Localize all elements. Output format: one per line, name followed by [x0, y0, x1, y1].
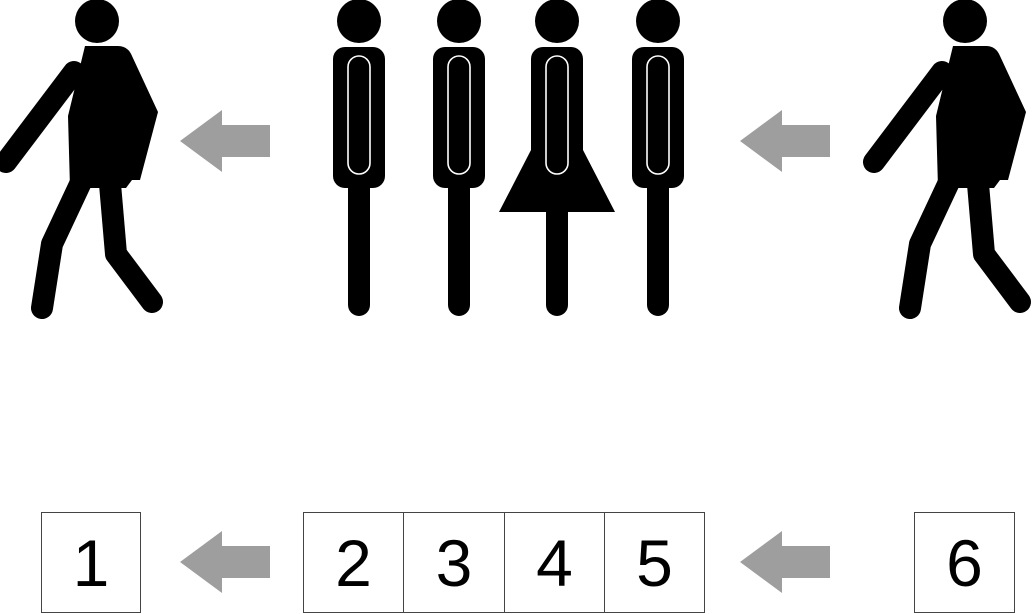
standing-person-icon [333, 0, 385, 305]
box-2: 2 [303, 512, 404, 613]
standing-person-icon [632, 0, 684, 305]
standing-woman-icon [499, 0, 615, 305]
arrow-left-icon [740, 110, 830, 172]
walking-person-right-icon [874, 0, 1026, 308]
box-4: 4 [504, 512, 605, 613]
box-3: 3 [403, 512, 505, 613]
arrow-left-icon [740, 531, 830, 593]
box-5: 5 [604, 512, 705, 613]
walking-person-left-icon [6, 0, 158, 308]
box-6: 6 [914, 512, 1015, 613]
arrow-left-icon [180, 531, 270, 593]
box-1: 1 [41, 512, 141, 613]
arrow-left-icon [180, 110, 270, 172]
standing-person-icon [433, 0, 485, 305]
